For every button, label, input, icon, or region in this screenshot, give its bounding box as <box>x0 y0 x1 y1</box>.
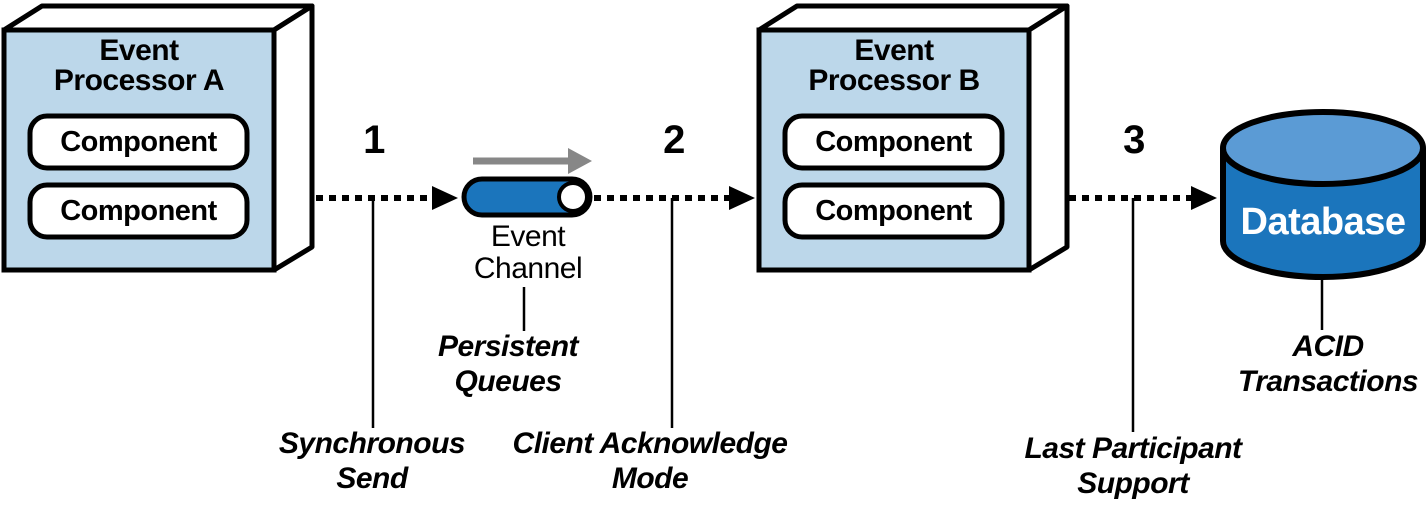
annotation-last-participant-support: Last Participant Support <box>1024 432 1242 500</box>
processor-a-top-face <box>1 3 315 33</box>
flow-arrow-3 <box>1069 186 1217 210</box>
flow-arrow-1 <box>316 186 458 210</box>
processor-a-component-2-label: Component <box>60 194 217 227</box>
database-top <box>1220 109 1426 187</box>
event-channel-label: Event Channel <box>473 220 583 286</box>
arrowhead-2 <box>729 186 755 210</box>
event-processor-a-box <box>1 3 315 273</box>
event-processor-b-box <box>756 3 1070 273</box>
database-cylinder <box>1220 109 1426 280</box>
processor-a-component-1-pill <box>27 113 250 171</box>
annotation-acid-transactions: ACID Transactions <box>1237 330 1419 398</box>
database-label: Database <box>1240 200 1406 243</box>
annotation-synchronous-send: Synchronous Send <box>278 427 466 495</box>
processor-b-component-2-label: Component <box>815 194 972 227</box>
arrowhead-1 <box>432 186 458 210</box>
flow-direction-arrow <box>473 148 592 174</box>
processor-a-component-1-label: Component <box>60 125 217 158</box>
step-number-1: 1 <box>363 118 385 162</box>
step-number-2: 2 <box>663 118 685 162</box>
processor-a-title: Event Processor A <box>53 34 225 97</box>
flow-arrow-2 <box>594 186 755 210</box>
annotation-persistent-queues: Persistent Queues <box>437 330 579 398</box>
processor-b-component-2-pill <box>782 182 1005 240</box>
annotation-client-acknowledge-mode: Client Acknowledge Mode <box>512 427 788 495</box>
processor-a-side-face <box>271 3 315 273</box>
processor-b-title: Event Processor B <box>808 34 980 97</box>
processor-b-component-1-pill <box>782 113 1005 171</box>
processor-b-component-1-label: Component <box>815 125 972 158</box>
processor-a-component-2-pill <box>27 182 250 240</box>
event-channel-body <box>461 176 593 218</box>
flow-direction-head <box>568 148 592 174</box>
processor-b-top-face <box>756 3 1070 33</box>
processor-b-side-face <box>1026 3 1070 273</box>
step-number-3: 3 <box>1123 118 1145 162</box>
event-channel-open-end <box>557 181 589 213</box>
event-channel-cylinder <box>461 176 593 218</box>
arrowhead-3 <box>1191 186 1217 210</box>
